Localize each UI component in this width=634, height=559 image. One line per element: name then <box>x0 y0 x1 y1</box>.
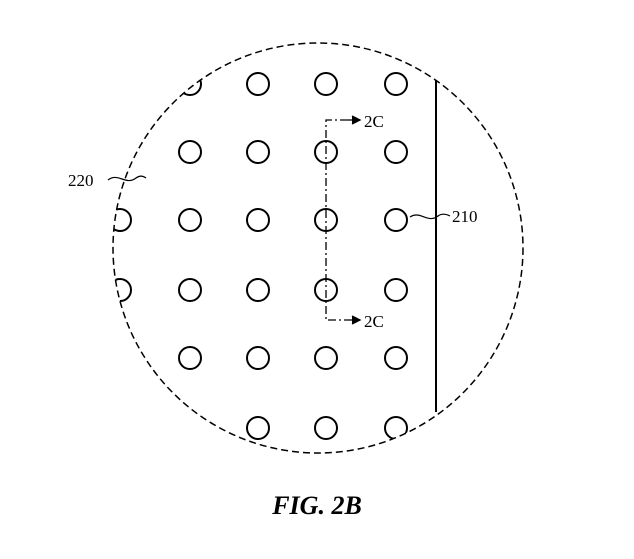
hole <box>246 140 270 164</box>
hole <box>113 346 132 370</box>
detail-boundary-circle <box>112 42 524 454</box>
hole <box>113 416 132 440</box>
hole <box>314 416 338 440</box>
hole <box>178 416 202 440</box>
hole <box>113 140 132 164</box>
hole <box>384 278 408 302</box>
hole <box>384 346 408 370</box>
hole <box>384 72 408 96</box>
hole <box>314 346 338 370</box>
hole <box>246 72 270 96</box>
hole <box>246 278 270 302</box>
hole-array <box>113 72 408 440</box>
hole <box>113 72 132 96</box>
reference-label-220: 220 <box>68 171 94 190</box>
hole <box>246 416 270 440</box>
hole <box>246 208 270 232</box>
hole <box>178 346 202 370</box>
figure-caption: FIG. 2B <box>271 491 362 520</box>
hole <box>246 346 270 370</box>
hole <box>178 278 202 302</box>
hole <box>384 208 408 232</box>
hole <box>178 72 202 96</box>
hole <box>314 72 338 96</box>
hole <box>178 140 202 164</box>
hole <box>384 416 408 440</box>
hole <box>178 208 202 232</box>
section-label-bottom: 2C <box>364 312 384 331</box>
hole <box>113 278 132 302</box>
section-label-top: 2C <box>364 112 384 131</box>
leader-210 <box>409 213 451 220</box>
hole <box>384 140 408 164</box>
leader-220 <box>107 175 147 182</box>
hole <box>113 208 132 232</box>
section-line-2c <box>325 115 362 325</box>
reference-label-210: 210 <box>452 207 478 226</box>
